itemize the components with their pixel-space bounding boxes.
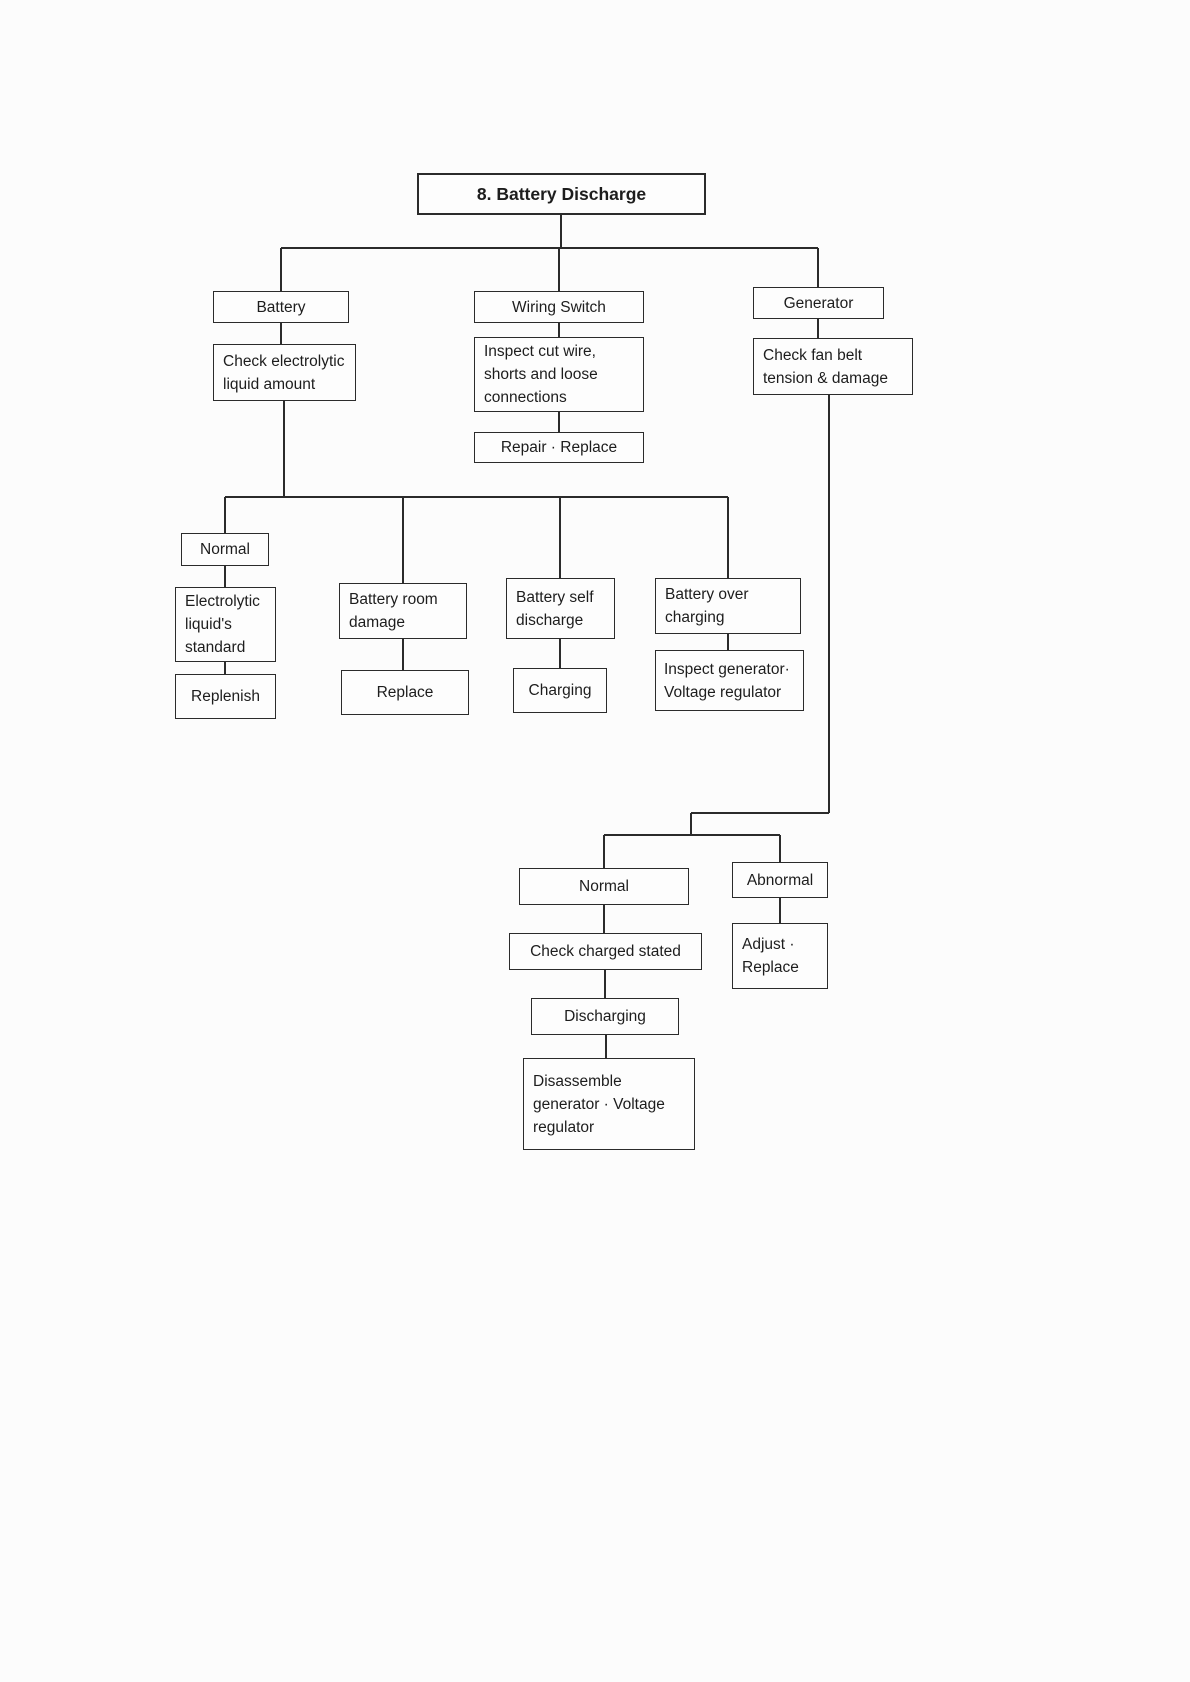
replenish-node: Replenish bbox=[175, 674, 276, 719]
electrolytic-standard-node: Electrolytic liquid's standard bbox=[175, 587, 276, 662]
generator-node: Generator bbox=[753, 287, 884, 319]
check-fan-belt-node: Check fan belt tension & damage bbox=[753, 338, 913, 395]
wiring-switch-node: Wiring Switch bbox=[474, 291, 644, 323]
check-charged-node: Check charged stated bbox=[509, 933, 702, 970]
charging-node: Charging bbox=[513, 668, 607, 713]
battery-normal-node: Normal bbox=[181, 533, 269, 566]
adjust-replace-node: Adjust · Replace bbox=[732, 923, 828, 989]
inspect-generator-node: Inspect generator· Voltage regulator bbox=[655, 650, 804, 711]
discharging-node: Discharging bbox=[531, 998, 679, 1035]
battery-node: Battery bbox=[213, 291, 349, 323]
disassemble-generator-node: Disassemble generator · Voltage regulato… bbox=[523, 1058, 695, 1150]
connector-path bbox=[224, 215, 830, 1058]
repair-replace-node: Repair · Replace bbox=[474, 432, 644, 463]
battery-room-damage-node: Battery room damage bbox=[339, 583, 467, 639]
battery-over-charging-node: Battery over charging bbox=[655, 578, 801, 634]
inspect-wiring-node: Inspect cut wire, shorts and loose conne… bbox=[474, 337, 644, 412]
replace-node: Replace bbox=[341, 670, 469, 715]
charge-abnormal-node: Abnormal bbox=[732, 862, 828, 898]
battery-self-discharge-node: Battery self discharge bbox=[506, 578, 615, 639]
title-box: 8. Battery Discharge bbox=[417, 173, 706, 215]
check-electrolytic-node: Check electrolytic liquid amount bbox=[213, 344, 356, 401]
charge-normal-node: Normal bbox=[519, 868, 689, 905]
